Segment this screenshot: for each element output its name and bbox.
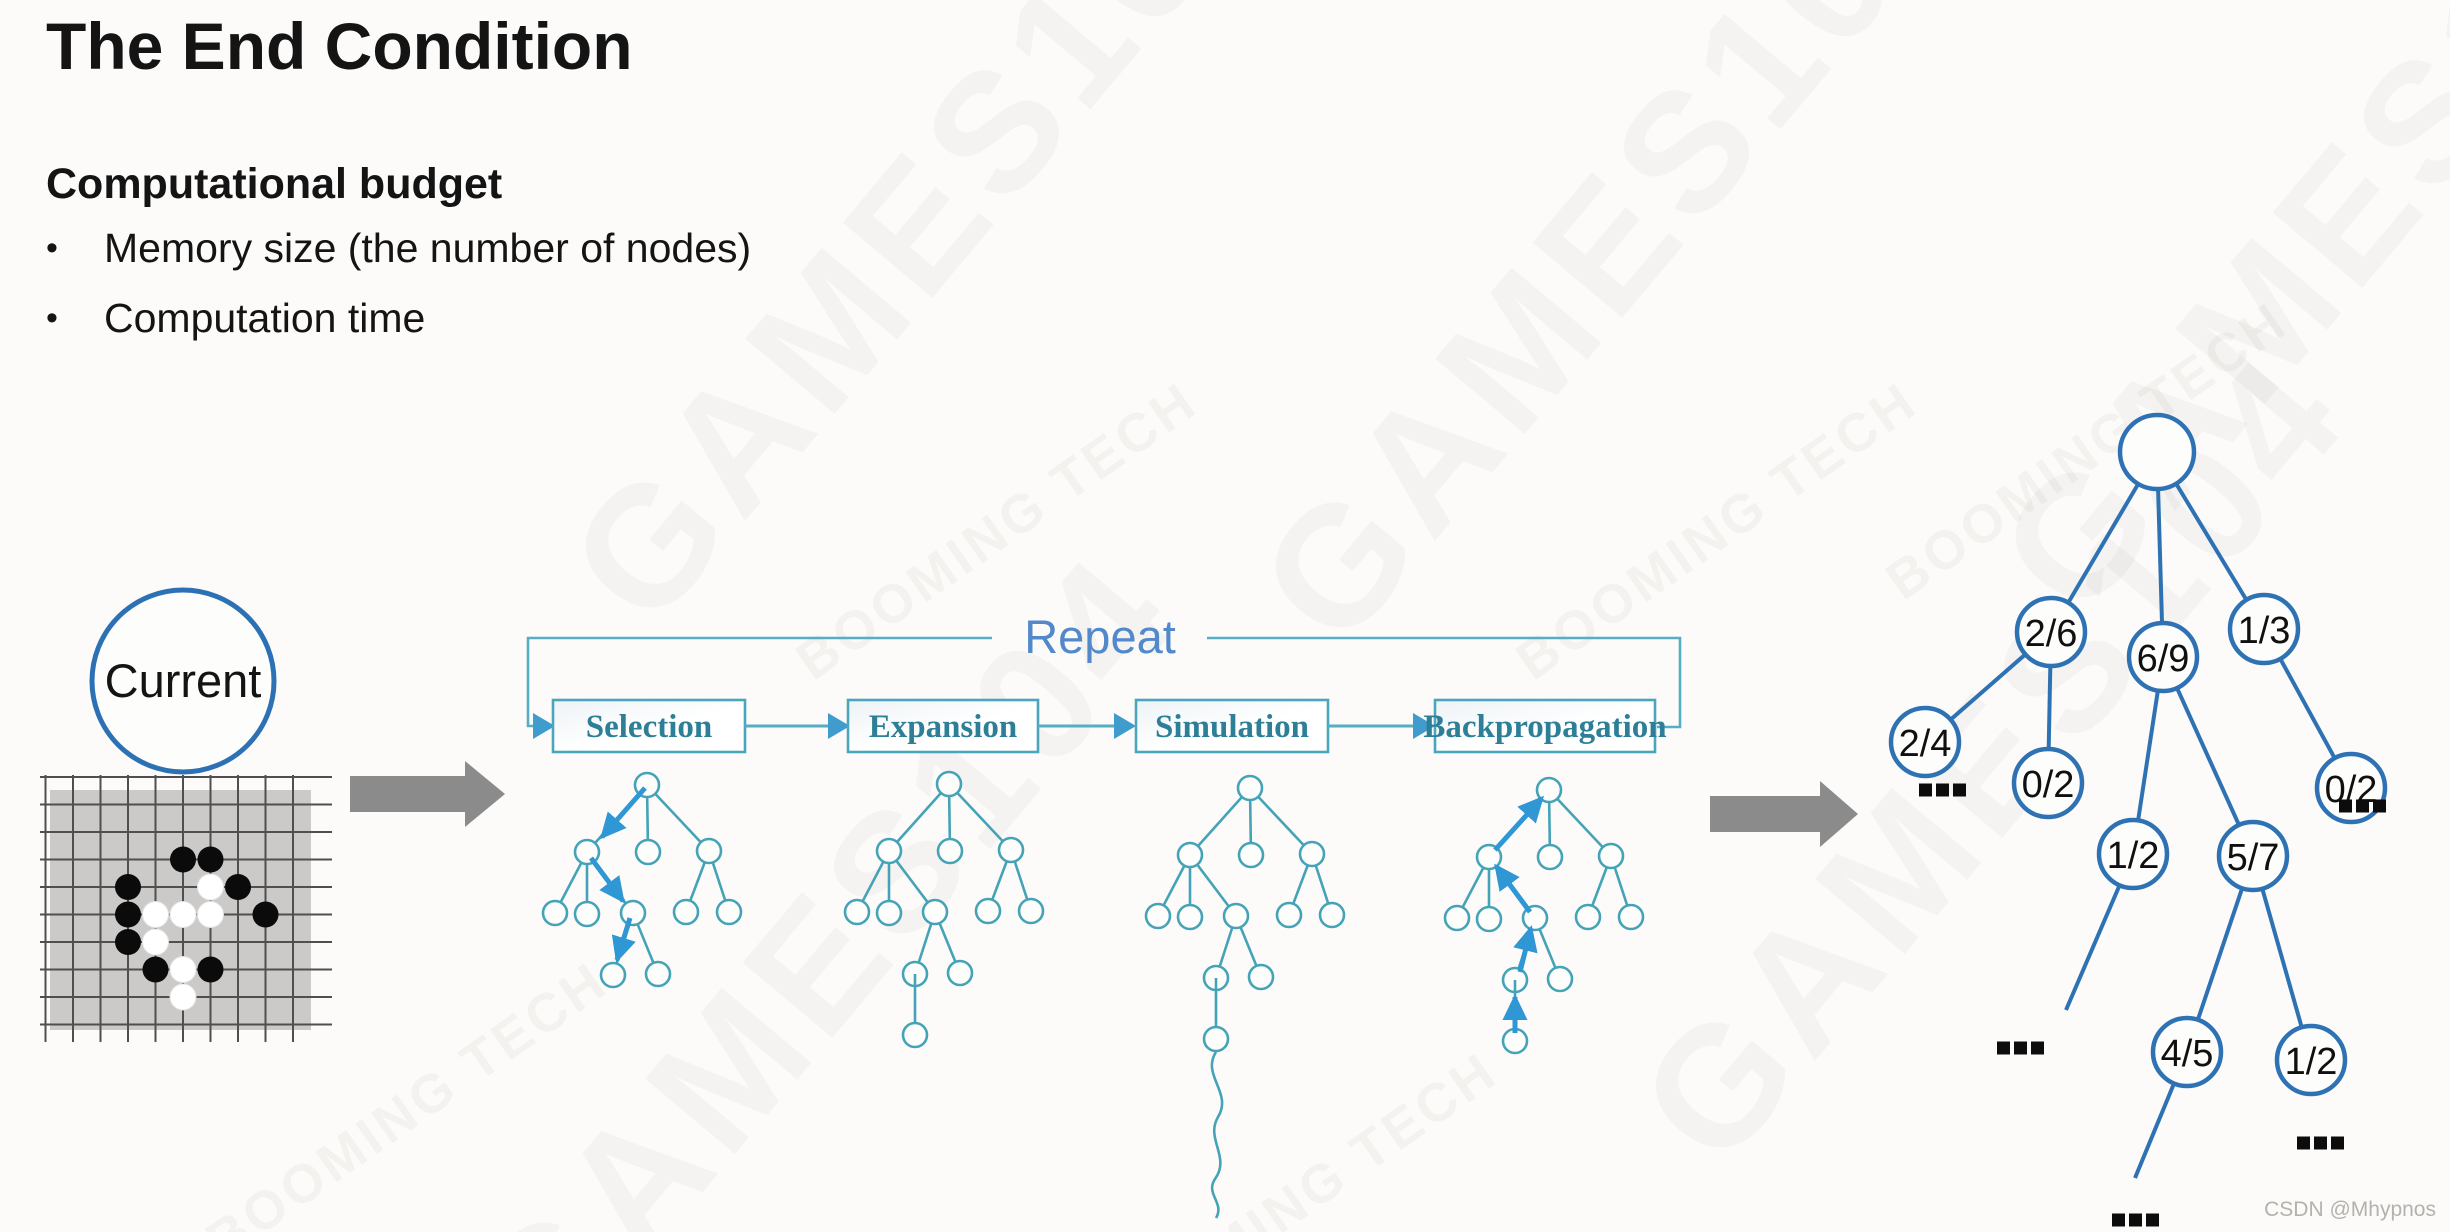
node-value: 1/3 [2238,610,2291,652]
phase-box-selection: Selection [551,698,747,754]
go-stone [115,874,141,900]
repeat-label: Repeat [1024,610,1176,663]
current-state-circle [89,587,277,775]
tree-node [2216,819,2290,893]
go-stone [169,983,197,1011]
go-board [40,775,332,1042]
tree-node [2014,595,2088,669]
node-value: 2/4 [1899,723,1952,765]
phase-label: Selection [586,709,712,745]
go-stone [142,901,169,928]
tree-node [2096,817,2170,891]
go-stone [197,846,224,873]
go-stone [115,929,141,955]
phase-boxes: Selection Expansion Simulation Backpropa… [551,698,1667,754]
tree-node [2126,620,2200,694]
phase-label: Simulation [1155,709,1309,745]
page-title: The End Condition [46,9,633,83]
bullet-icon: • [46,299,58,337]
node-value: 4/5 [2161,1033,2214,1075]
simulation-tree [1144,774,1346,1219]
value-tree: 2/6 6/9 1/3 2/4 0/2 0/2 1/2 5/7 4/5 1/2 [1888,412,2388,1227]
connector-arrowhead-icon [828,713,850,739]
phase-box-simulation: Simulation [1134,698,1330,754]
go-stone [225,874,251,900]
go-board-stones [115,846,279,1011]
list-item: • Computation time [46,292,751,344]
backpropagation-tree [1443,776,1645,1055]
flow-arrow-icon [1710,781,1858,847]
bullet-text: Computation time [104,295,426,341]
node-value: 0/2 [2022,764,2075,806]
node-value: 5/7 [2227,837,2280,879]
go-stone [197,901,224,928]
node-value: 2/6 [2025,613,2078,655]
go-stone [169,901,197,928]
go-stone [252,901,279,928]
go-stone [197,873,224,901]
bullet-icon: • [46,229,58,267]
current-state-group: Current [89,587,277,775]
bullet-list: • Memory size (the number of nodes) • Co… [46,222,751,362]
current-state-label: Current [105,654,262,707]
rollout-squiggle [1210,1051,1224,1219]
flow-arrow-icon [350,761,505,827]
tree-node [2274,1023,2348,1097]
go-stone [115,901,141,928]
connector-arrowhead-icon [1114,713,1136,739]
tree-node [2150,1015,2224,1089]
node-value: 1/2 [2285,1041,2338,1083]
repeat-loop: Repeat [526,610,1682,739]
list-item: • Memory size (the number of nodes) [46,222,751,274]
go-stone [197,956,224,983]
go-stone [169,956,197,983]
selection-tree [541,771,743,989]
tree-node-root [2117,412,2197,492]
connector-arrowhead-icon [1413,713,1435,739]
go-stone [170,846,196,873]
phase-box-expansion: Expansion [846,698,1040,754]
bullet-text: Memory size (the number of nodes) [104,225,752,271]
tree-node [1888,705,1962,779]
credit-watermark: CSDN @Mhypnos [2264,1198,2436,1221]
go-stone [142,956,169,983]
loop-arrowhead-icon [533,713,555,739]
tree-node [2011,746,2085,820]
phase-label: Expansion [869,709,1018,745]
tree-node [2227,592,2301,666]
phase-box-backpropagation: Backpropagation [1423,698,1667,754]
expansion-tree [843,770,1045,1049]
node-value: 6/9 [2137,638,2190,680]
section-heading: Computational budget [46,160,503,208]
go-stone [142,928,169,956]
phase-label: Backpropagation [1423,709,1666,745]
node-value: 1/2 [2107,835,2160,877]
